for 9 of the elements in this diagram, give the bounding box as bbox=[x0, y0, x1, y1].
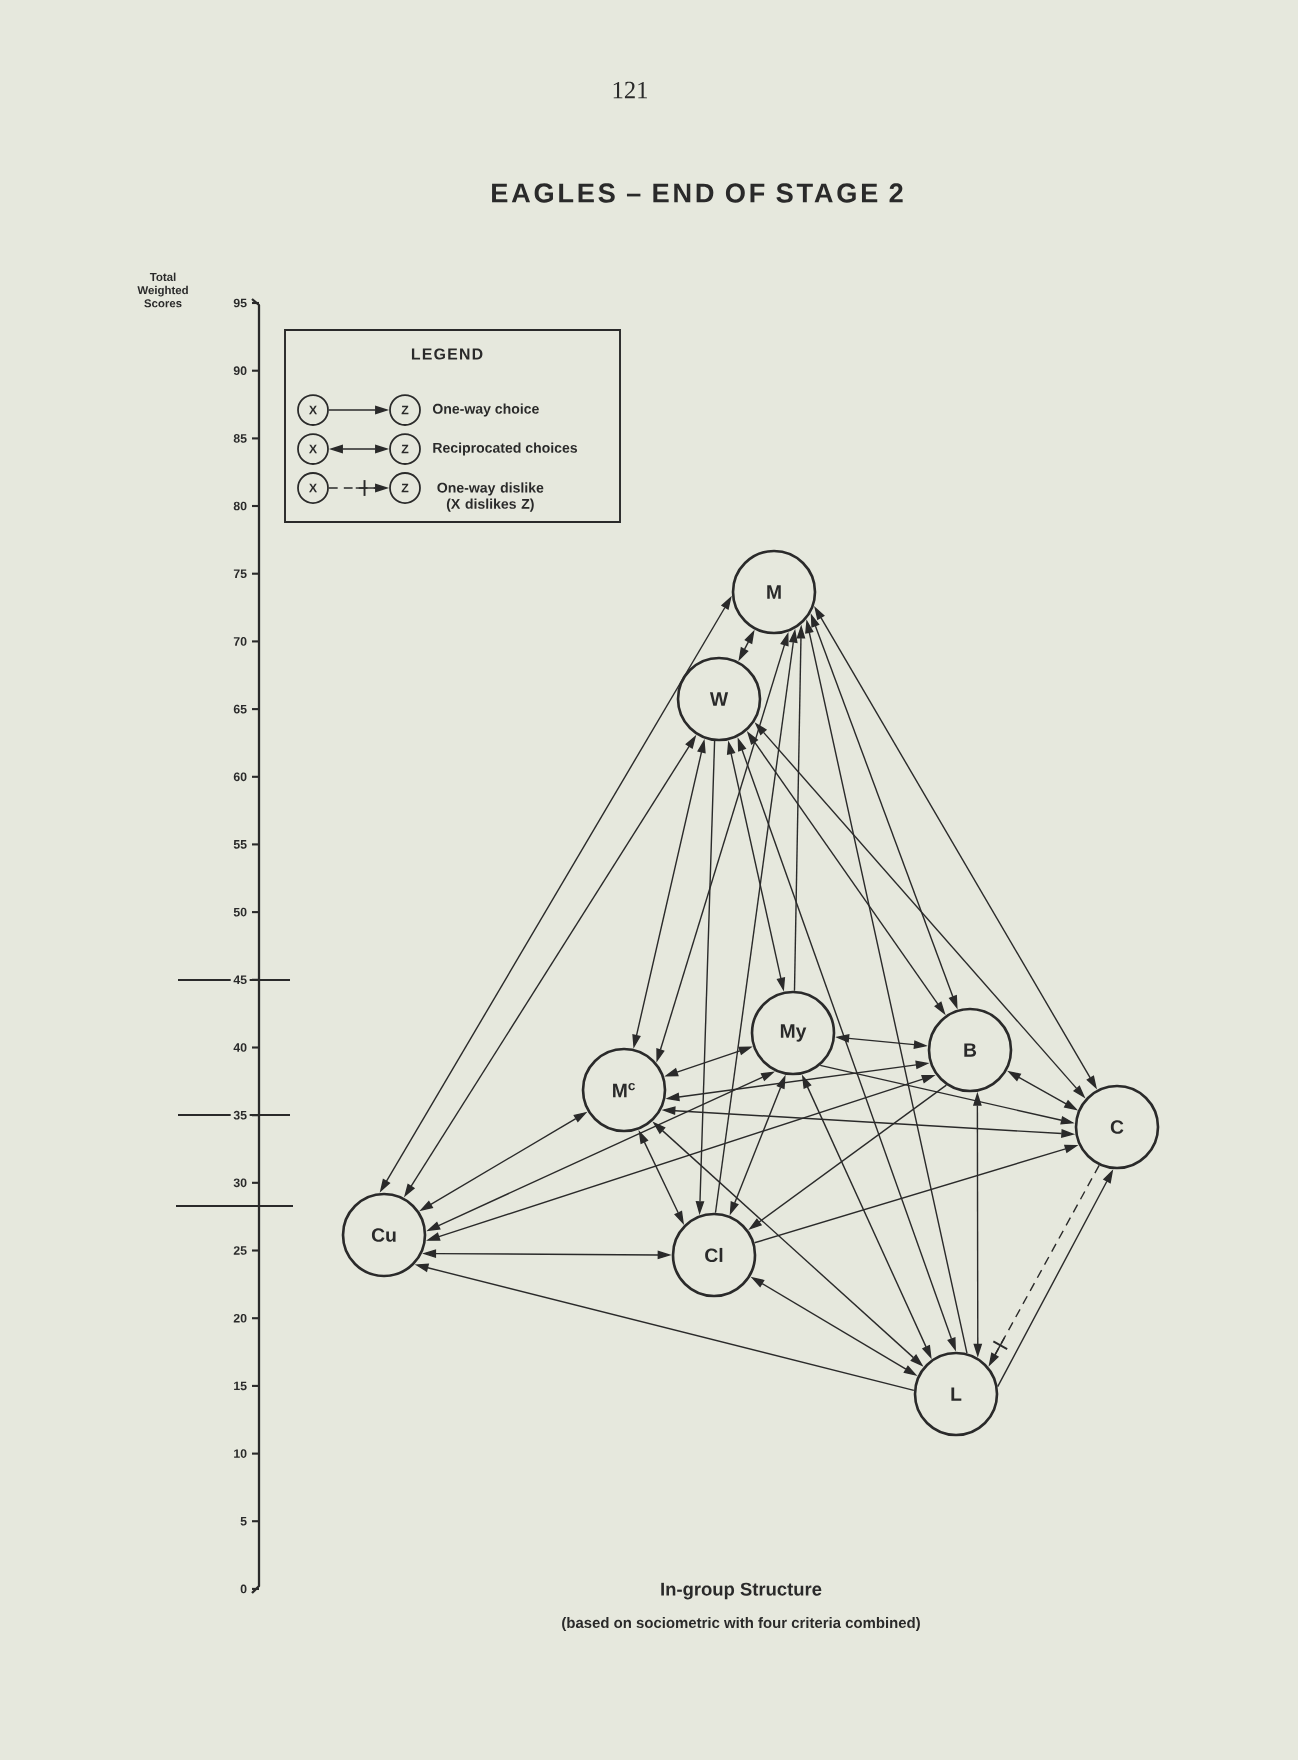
legend-label: One-way choice bbox=[432, 403, 539, 417]
caption: In-group Structure bbox=[661, 1582, 822, 1600]
legend-title: LEGEND bbox=[411, 348, 483, 360]
legend-label: One-way dislike (X dislikes Z) bbox=[437, 482, 544, 512]
legend-label: Reciprocated choices bbox=[433, 442, 578, 456]
title: EAGLES – END OF STAGE 2 bbox=[492, 183, 903, 203]
axis-title: Total Weighted Scores bbox=[137, 272, 188, 308]
caption-note: (based on sociometric with four criteria combined) bbox=[562, 1617, 920, 1631]
page-number: 121 bbox=[613, 81, 647, 99]
